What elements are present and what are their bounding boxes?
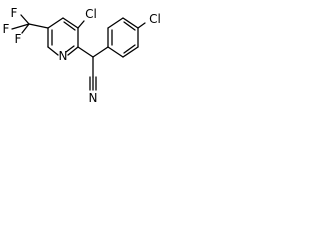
bond-c3-cl [77, 20, 85, 29]
atom-n-ring: N [59, 49, 68, 63]
bond-c4-c3-inner [63, 21, 76, 31]
bond-ch-phenyl [92, 46, 109, 58]
bond-ph5-ph6-inner [123, 44, 136, 54]
bond-c-f-top [20, 14, 30, 25]
atom-n-nitrile: N [89, 91, 98, 105]
chemical-structure: F F F Cl N Cl N [3, 6, 161, 105]
bond-ph5-ph6 [122, 46, 139, 58]
bond-ph4-cl [137, 22, 146, 29]
bond-c2-n1-inner [65, 45, 75, 53]
atom-f-bottom: F [15, 32, 22, 46]
bond-ph3-ph4-inner [123, 21, 136, 31]
bond-cf3-ring [28, 23, 49, 29]
bond-c2-ch [77, 46, 94, 58]
bonds [11, 14, 146, 91]
atom-f-top: F [11, 6, 18, 20]
bond-c-f-left [11, 23, 30, 30]
bond-c2-n1 [67, 46, 79, 56]
atom-labels: F F F Cl N Cl N [3, 6, 161, 105]
bond-n1-c6 [47, 46, 59, 56]
bond-ph6-ph1 [107, 46, 124, 58]
atom-cl-phenyl: Cl [149, 12, 161, 26]
bond-c4-c3 [62, 17, 79, 29]
atom-cl-ring: Cl [85, 7, 97, 21]
bond-ph2-ph3 [107, 17, 124, 29]
bond-c5-c4 [47, 17, 64, 29]
bond-ph3-ph4 [122, 17, 139, 29]
atom-f-left: F [3, 22, 10, 36]
bond-c-f-bottom [21, 23, 30, 34]
